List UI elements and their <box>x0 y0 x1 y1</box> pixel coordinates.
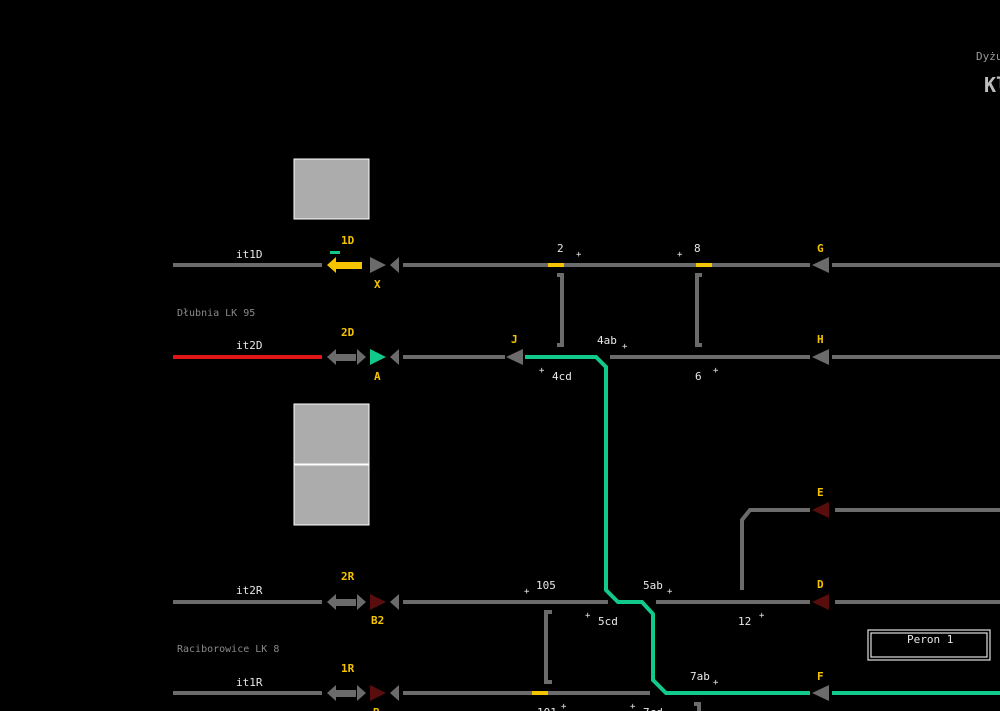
station-code: Kl <box>984 73 1000 97</box>
block-indicator-upper[interactable] <box>293 158 370 220</box>
track-end-1D <box>390 257 399 273</box>
switch-label-6: 6 <box>695 370 702 383</box>
track-end-2D <box>390 349 399 365</box>
switch-plus-6: + <box>713 366 719 376</box>
signal-label-B2: B2 <box>371 614 384 627</box>
signal-label-D: D <box>817 578 824 591</box>
signal-A[interactable] <box>370 349 386 365</box>
switch-label-12: 12 <box>738 615 751 628</box>
signal-J[interactable] <box>506 349 523 365</box>
signal-G[interactable] <box>812 257 829 273</box>
switch-label-2: 2 <box>557 242 564 255</box>
switch-plus-7cd: + <box>630 702 636 711</box>
shunt-signal-2R[interactable] <box>327 594 366 610</box>
switch-label-4ab: 4ab <box>597 334 617 347</box>
signal-label-1D: 1D <box>341 234 355 247</box>
switch-plus-2: + <box>576 250 582 260</box>
switch-plus-105: + <box>524 587 530 597</box>
switch-label-101: 101 <box>537 706 557 711</box>
signal-label-E: E <box>817 486 824 499</box>
shunt-signal-1R[interactable] <box>327 685 366 701</box>
track-label-it2D: it2D <box>236 339 263 352</box>
switch-plus-7ab: + <box>713 678 719 688</box>
shunt-signal-2D[interactable] <box>327 349 366 365</box>
signal-label-F: F <box>817 670 824 683</box>
line-name-lower: Raciborowice LK 8 <box>177 644 279 655</box>
signal-E[interactable] <box>812 502 829 518</box>
switch-label-5ab: 5ab <box>643 579 663 592</box>
switch-plus-8: + <box>677 250 683 260</box>
switch-plus-5ab: + <box>667 587 673 597</box>
line-name-upper: Dłubnia LK 95 <box>177 308 255 319</box>
signal-label-G: G <box>817 242 824 255</box>
track-end-2R <box>390 594 399 610</box>
platform-peron-1[interactable] <box>867 629 991 661</box>
switch-plus-5cd: + <box>585 611 591 621</box>
track-label-it2R: it2R <box>236 584 263 597</box>
switch-plus-4ab: + <box>622 342 628 352</box>
signal-label-A: A <box>374 370 381 383</box>
switch-plus-4cd: + <box>539 366 545 376</box>
switch-label-4cd: 4cd <box>552 370 572 383</box>
shunt-arrow-1D[interactable] <box>327 257 362 273</box>
signal-B2[interactable] <box>370 594 386 610</box>
track-label-it1D: it1D <box>236 248 263 261</box>
block-indicator-middle-top[interactable] <box>293 403 370 465</box>
signal-X[interactable] <box>370 257 386 273</box>
switch-label-7ab: 7ab <box>690 670 710 683</box>
switch-plus-101: + <box>561 702 567 711</box>
signal-H[interactable] <box>812 349 829 365</box>
crossover-2-4ab[interactable] <box>557 273 564 347</box>
crossover-7-partial[interactable] <box>694 702 701 711</box>
signal-label-X: X <box>374 278 381 291</box>
signal-F[interactable] <box>812 685 829 701</box>
switch-label-8: 8 <box>694 242 701 255</box>
signal-label-B: B <box>373 706 380 711</box>
crossover-105-101[interactable] <box>544 610 552 684</box>
route-J-to-F[interactable] <box>525 355 810 695</box>
track-branch-12-E[interactable] <box>740 508 810 590</box>
signal-B[interactable] <box>370 685 386 701</box>
block-indicator-middle-bottom[interactable] <box>293 464 370 526</box>
platform-label: Peron 1 <box>907 633 953 646</box>
signal-label-J: J <box>511 333 518 346</box>
switch-label-105: 105 <box>536 579 556 592</box>
operator-label: Dyżu <box>976 50 1000 63</box>
signal-label-2R: 2R <box>341 570 355 583</box>
signal-label-2D: 2D <box>341 326 355 339</box>
switch-label-5cd: 5cd <box>598 615 618 628</box>
signal-label-1R: 1R <box>341 662 355 675</box>
track-end-1R <box>390 685 399 701</box>
switch-plus-12: + <box>759 611 765 621</box>
crossover-8-6[interactable] <box>695 273 702 347</box>
track-label-it1R: it1R <box>236 676 263 689</box>
signal-1D-indicator <box>330 251 340 254</box>
signal-label-H: H <box>817 333 824 346</box>
signal-D[interactable] <box>812 594 829 610</box>
switch-label-7cd: 7cd <box>643 706 663 711</box>
